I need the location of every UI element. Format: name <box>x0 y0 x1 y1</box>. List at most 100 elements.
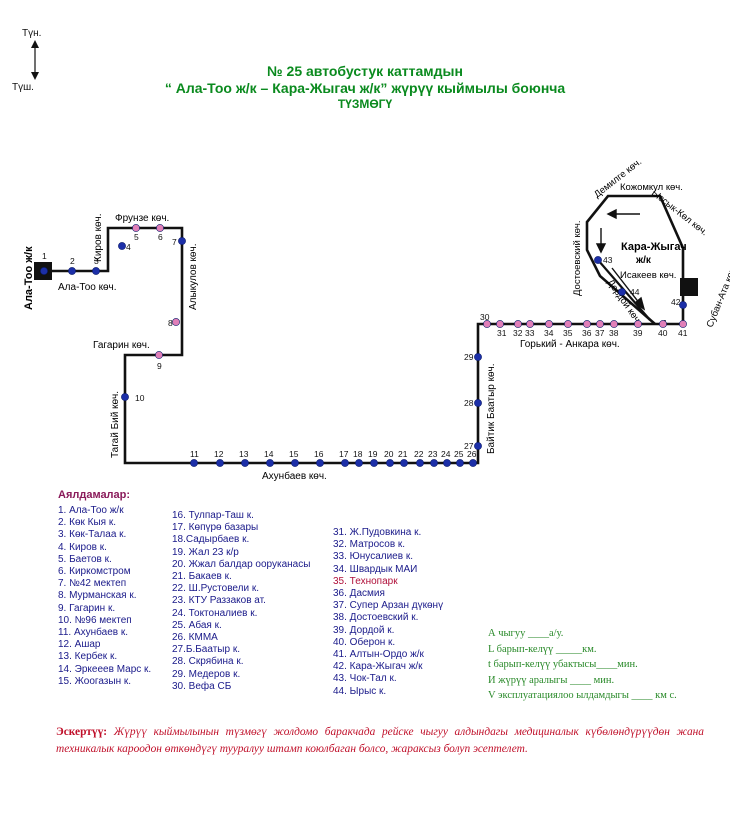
stop-marker: 2 <box>68 256 76 275</box>
stop-marker: 26 <box>467 449 477 467</box>
stop-dot <box>291 459 299 467</box>
stop-marker: 36 <box>582 320 592 338</box>
stop-list-item: 20. Жжал балдар ооруканасы <box>172 558 311 570</box>
stop-dot <box>156 224 164 232</box>
note-block: Эскертүү: Жүрүү кыймылынын түзмөгү жолдо… <box>56 724 704 758</box>
stop-marker: 1 <box>40 251 48 275</box>
stop-marker: 31 <box>496 320 507 338</box>
title-line-3: ТҮЗМӨГҮ <box>337 97 393 111</box>
note-label: Эскертүү: <box>56 726 108 738</box>
stop-marker: 18 <box>353 449 363 467</box>
stop-number-label: 24 <box>441 449 451 459</box>
stop-list-item: 29. Медеров к. <box>172 668 241 680</box>
stop-list-item: 10. №96 мектеп <box>58 614 132 626</box>
stop-dot <box>496 320 504 328</box>
stop-marker: 34 <box>544 320 554 338</box>
stop-list-item: 4. Киров к. <box>58 541 107 553</box>
stop-dot <box>469 459 477 467</box>
stop-marker: 28 <box>464 398 482 408</box>
direction-arrow-icon <box>595 208 666 327</box>
stop-marker: 19 <box>368 449 378 467</box>
stop-dot <box>474 442 482 450</box>
info-line: И жүрүү аралыгы ____ мин. <box>488 674 615 686</box>
stop-marker: 13 <box>239 449 249 467</box>
stop-dot <box>679 320 687 328</box>
street-label-baitik: Байтик Баатыр көч. <box>486 363 497 454</box>
stop-number-label: 16 <box>314 449 324 459</box>
stop-list-item: 8. Мурманская к. <box>58 590 137 602</box>
info-line: А чыгуу ____а/у. <box>488 628 564 639</box>
stop-dot <box>40 267 48 275</box>
stop-number-label: 11 <box>190 449 199 459</box>
stop-number-label: 38 <box>609 328 619 338</box>
stop-marker: 10 <box>121 393 145 403</box>
stop-marker: 43 <box>594 255 613 265</box>
stop-dot <box>118 242 126 250</box>
stop-list-item: 9. Гагарин к. <box>58 602 116 614</box>
street-label-issykkol: Ыссык-Көл көч. <box>649 188 709 239</box>
stop-marker: 39 <box>633 320 643 338</box>
stop-list-item: 35. Технопарк <box>333 575 398 587</box>
stop-dot <box>679 301 687 309</box>
stop-dot <box>416 459 424 467</box>
stop-number-label: 21 <box>398 449 408 459</box>
stop-number-label: 23 <box>428 449 438 459</box>
stop-number-label: 12 <box>214 449 224 459</box>
stop-number-label: 27 <box>464 441 474 451</box>
stop-dot <box>456 459 464 467</box>
stop-list-item: 19. Жал 23 к/р <box>172 546 239 558</box>
stop-number-label: 20 <box>384 449 394 459</box>
stop-list-item: 18.Садырбаев к. <box>172 534 250 546</box>
stop-number-label: 7 <box>172 237 177 247</box>
stops-column-2: 16. Тулпар-Таш к. 17. Көпүрө базары 18.С… <box>172 510 310 693</box>
stop-dot <box>266 459 274 467</box>
stop-list-item: 31. Ж.Пудовкина к. <box>333 527 422 538</box>
stop-list-item: 6. Киркомстром <box>58 566 131 578</box>
street-label-isakeev: Исакеев көч. <box>620 270 676 281</box>
stops-column-1: 1. Ала-Тоо ж/к 2. Көк Кыя к. 3. Көк-Тала… <box>58 505 151 688</box>
stop-dot <box>610 320 618 328</box>
stop-list-item: 2. Көк Кыя к. <box>58 517 117 529</box>
stop-list-item: 43. Чок-Тал к. <box>333 673 397 685</box>
stop-list-item: 16. Тулпар-Таш к. <box>172 510 254 521</box>
stop-number-label: 28 <box>464 398 474 408</box>
stop-number-label: 4 <box>126 242 131 252</box>
compass-arrow-icon <box>31 40 39 80</box>
stop-list-item: 17. Көпүрө базары <box>172 522 259 534</box>
stop-marker: 9 <box>155 351 163 371</box>
stop-number-label: 1 <box>42 251 47 261</box>
terminal-end-label-2: ж/к <box>635 255 652 266</box>
stop-list-item: 7. №42 мектеп <box>58 578 127 590</box>
note-text: Жүрүү кыймылынын түзмөгү жолдомо баракча… <box>56 726 704 755</box>
stop-marker: 42 <box>671 297 687 309</box>
street-label-dostoevsky: Достоевский көч. <box>572 220 583 296</box>
stop-dot <box>474 399 482 407</box>
stop-number-label: 39 <box>633 328 643 338</box>
stop-marker: 23 <box>428 449 438 467</box>
compass-north-label: Түн. <box>22 28 42 39</box>
compass-south-label: Түш. <box>12 82 34 93</box>
stop-list-item: 34. Швардык МАИ <box>333 563 418 575</box>
stop-dot <box>178 237 186 245</box>
stop-dot <box>526 320 534 328</box>
stop-marker: 41 <box>678 320 688 338</box>
street-label-tagai: Тагай Бий көч. <box>110 391 121 458</box>
stop-dot <box>483 320 491 328</box>
stop-marker: 12 <box>214 449 224 467</box>
stop-marker: 7 <box>172 237 186 247</box>
street-label-alykulov: Алыкулов көч. <box>188 244 199 310</box>
stop-dot <box>659 320 667 328</box>
stop-list-item: 21. Бакаев к. <box>172 571 232 583</box>
stop-number-label: 41 <box>678 328 688 338</box>
stop-dot <box>341 459 349 467</box>
terminal-end-marker <box>680 278 698 296</box>
stop-list-item: 1. Ала-Тоо ж/к <box>58 505 124 516</box>
stop-marker: 30 <box>480 312 491 328</box>
stop-number-label: 25 <box>454 449 464 459</box>
stop-list-item: 12. Ашар <box>58 639 101 651</box>
street-label-gorky: Горький - Анкара көч. <box>520 339 620 350</box>
stop-marker: 5 <box>132 224 140 242</box>
stop-list-item: 33. Юнусалиев к. <box>333 551 413 563</box>
stop-dot <box>121 393 129 401</box>
stop-marker: 33 <box>525 320 535 338</box>
